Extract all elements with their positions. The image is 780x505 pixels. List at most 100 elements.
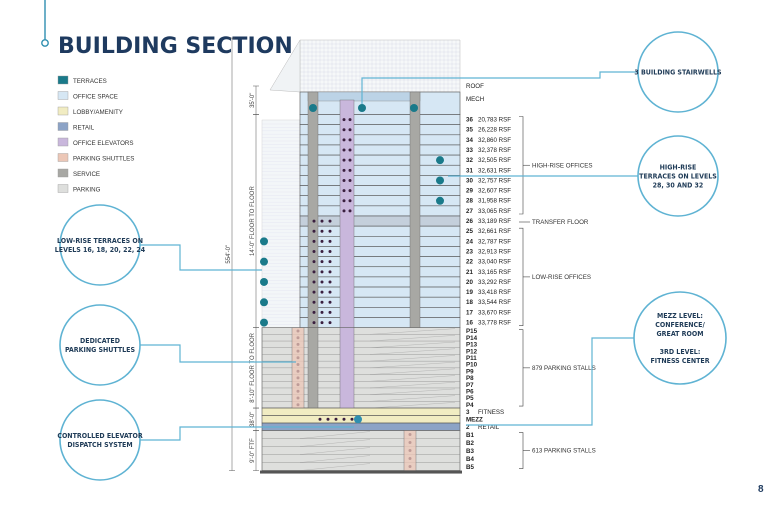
leader-low-terraces <box>140 244 262 271</box>
basement-level: B4 <box>466 456 474 463</box>
elevator-stop-dot <box>328 239 332 243</box>
note-parking-upper: 879 PARKING STALLS <box>532 365 596 372</box>
elevator-stop-dot <box>320 260 324 264</box>
elevator-stop-dot <box>320 280 324 284</box>
elevator-stop-dot <box>328 219 332 223</box>
elevator-stop-dot <box>348 199 352 203</box>
floor-number: 34 <box>466 137 473 144</box>
floor-number: 30 <box>466 177 473 184</box>
floor-rsf: 32,913 RSF <box>478 248 511 255</box>
elevator-stop-dot <box>320 321 324 325</box>
elevator-stop-dot <box>312 229 316 233</box>
floor-number: 32 <box>466 157 473 164</box>
podium-label: FITNESS <box>478 409 504 416</box>
floor-rsf: 33,778 RSF <box>478 320 511 327</box>
basement-level: B5 <box>466 464 474 471</box>
basement-level: B2 <box>466 440 474 447</box>
callout-low-terraces-circle <box>59 204 141 286</box>
floor-number: 24 <box>466 238 473 245</box>
callout-elevator-circle <box>59 399 141 481</box>
podium-label: RETAIL <box>478 424 500 431</box>
floor-number: 36 <box>466 117 473 124</box>
elevator-stop-dot <box>320 290 324 294</box>
callout-elevator-text: CONTROLLED ELEVATOR <box>57 432 142 440</box>
floor-number: 31 <box>466 167 473 174</box>
basement-level: B3 <box>466 448 474 455</box>
note-low-rise: LOW-RISE OFFICES <box>532 274 591 281</box>
parking-level: P14 <box>466 335 478 342</box>
floor-19 <box>299 286 461 298</box>
parking-ramp-line <box>369 395 456 402</box>
terrace-low-16 <box>260 318 268 327</box>
floor-rsf: 32,505 RSF <box>478 157 511 164</box>
podium-level: 3 <box>466 409 470 416</box>
parking-level: P10 <box>466 362 478 369</box>
callout-stairwells-circle <box>637 31 719 113</box>
terrace-low-22 <box>260 257 268 266</box>
parking-level: P7 <box>466 382 474 389</box>
floor-rsf: 33,040 RSF <box>478 259 511 266</box>
floor-20 <box>299 276 461 288</box>
elevator-stop-dot <box>348 178 352 182</box>
elevator-stop-dot <box>312 239 316 243</box>
podium-level: 2 <box>466 424 470 431</box>
floor-24 <box>299 236 461 247</box>
elevator-stop-dot <box>342 417 346 421</box>
callout-high-terraces-text: TERRACES ON LEVELS <box>639 173 717 181</box>
leader-stairwells <box>361 71 640 104</box>
floor-number: 25 <box>466 228 473 235</box>
elevator-stop-dot <box>328 321 332 325</box>
elevator-stop-dot <box>328 280 332 284</box>
floor-36 <box>299 114 461 125</box>
callout-shuttles-text: PARKING SHUTTLES <box>65 346 136 354</box>
floor-35 <box>299 124 461 136</box>
elevator-stop-dot <box>334 417 338 421</box>
elevator-stop-dot <box>320 270 324 274</box>
callout-shuttles-text: DEDICATED <box>80 337 120 345</box>
terrace-low-20 <box>260 277 268 286</box>
legend-label: TERRACES <box>73 78 107 85</box>
floor-21 <box>299 266 461 278</box>
basement-block <box>261 430 461 471</box>
note-transfer: TRANSFER FLOOR <box>532 219 589 226</box>
floor-number: 21 <box>466 269 473 276</box>
parking-ramp-line <box>369 382 456 389</box>
elevator-stop-dot <box>320 250 324 254</box>
legend-label: OFFICE SPACE <box>73 94 118 101</box>
elevator-stop-dot <box>312 260 316 264</box>
leader-mezz <box>466 337 636 426</box>
floor-number: 27 <box>466 208 473 215</box>
floor-number: 35 <box>466 127 473 134</box>
legend-label: PARKING SHUTTLES <box>73 156 134 163</box>
dim-parking-label: 8'-10" FLOOR TO FLOOR <box>250 332 256 402</box>
elevator-stop-dot <box>342 209 346 213</box>
parking-level: P15 <box>466 328 478 335</box>
parking-level: P11 <box>466 355 477 362</box>
service-core-right <box>409 91 421 328</box>
elevator-stop-dot <box>320 300 324 304</box>
floor-rsf: 33,189 RSF <box>478 218 511 225</box>
callout-mezz-text: GREAT ROOM <box>657 330 704 338</box>
dim-office-label: 14'-0" FLOOR TO FLOOR <box>250 186 256 256</box>
callout-mezz-text: FITNESS CENTER <box>650 357 709 365</box>
callout-high-terraces-text: HIGH-RISE <box>660 164 697 172</box>
callout-shuttles-circle <box>59 304 141 386</box>
callout-mezz-circle <box>633 291 727 385</box>
floor-rsf: 32,757 RSF <box>478 177 511 184</box>
elevator-stop-dot <box>312 250 316 254</box>
leader-elevator <box>140 426 354 441</box>
legend-swatch <box>57 106 69 116</box>
floor-rsf: 32,787 RSF <box>478 238 511 245</box>
floor-rsf: 32,607 RSF <box>478 188 511 195</box>
podium-3 <box>261 407 461 416</box>
floor-25 <box>299 225 461 237</box>
floor-number: 23 <box>466 248 473 255</box>
terrace-low-18 <box>260 298 268 307</box>
basement-ramp-line <box>299 447 371 455</box>
floor-rsf: 31,958 RSF <box>478 198 511 205</box>
floor-rsf: 33,165 RSF <box>478 269 511 276</box>
floor-27 <box>299 205 461 217</box>
floor-number: 29 <box>466 188 473 195</box>
callout-stairwells-text: 3 BUILDING STAIRWELLS <box>634 69 722 77</box>
